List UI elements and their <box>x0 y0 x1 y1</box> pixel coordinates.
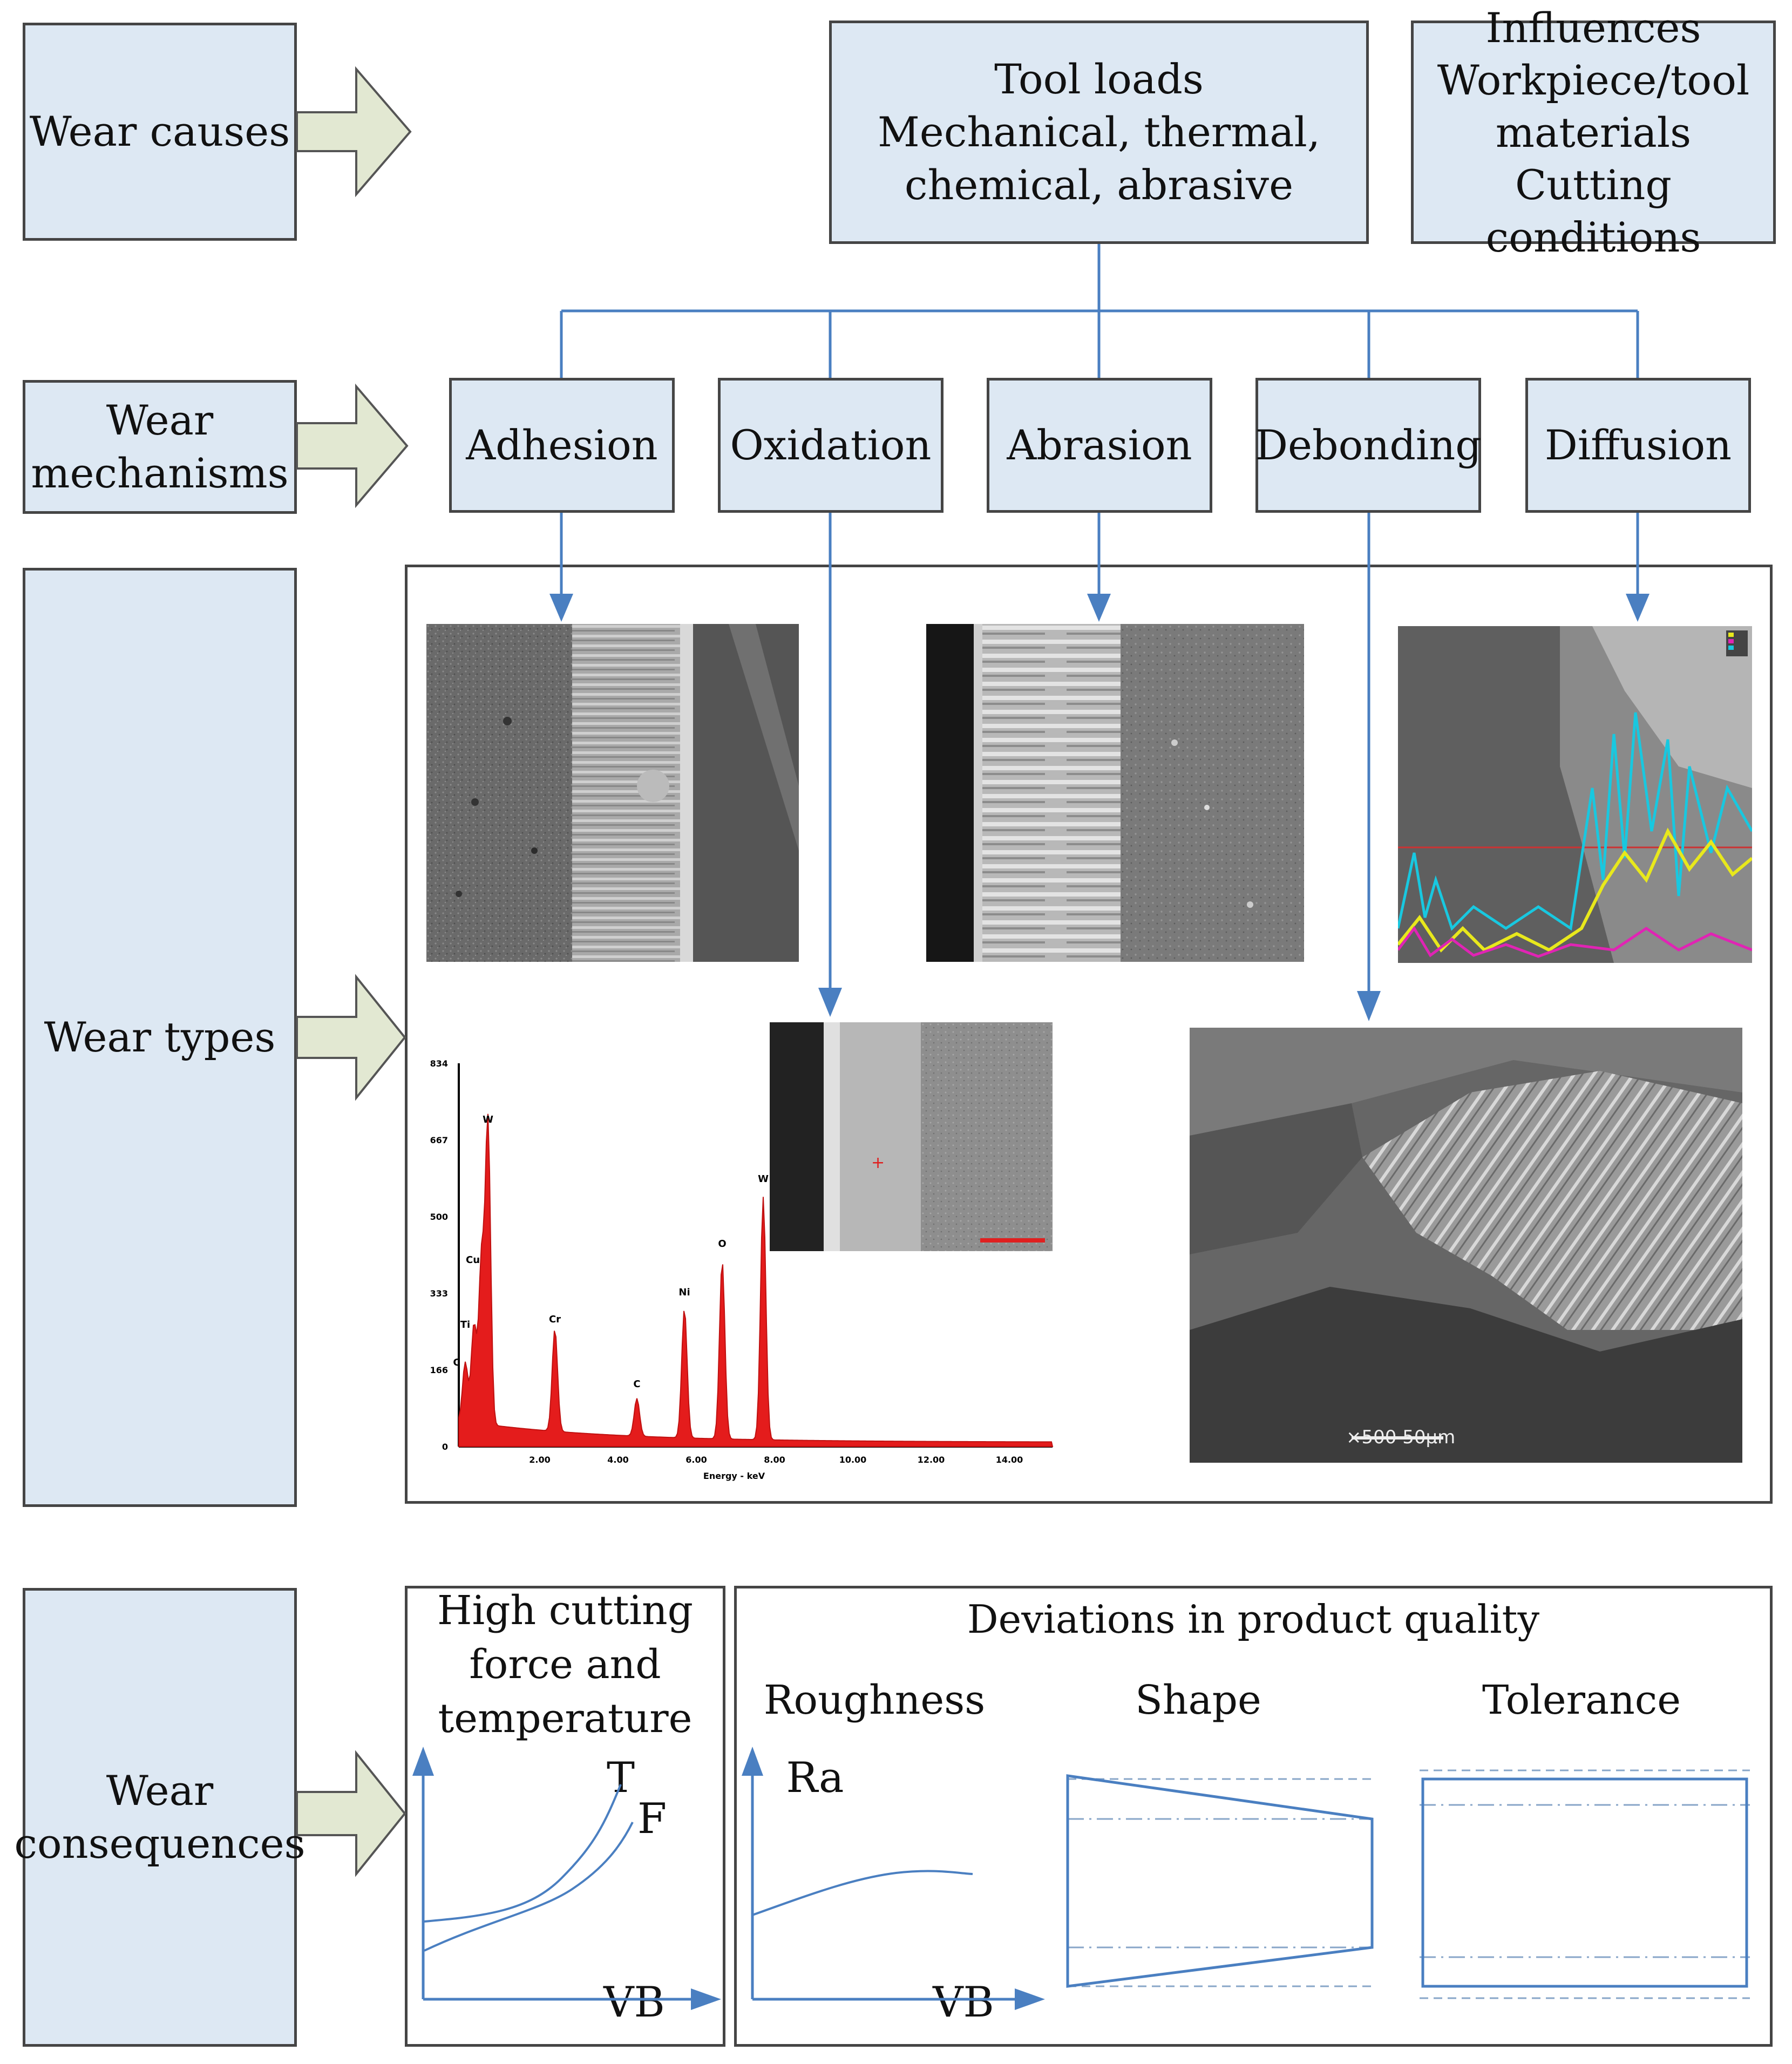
vb-axis-label-2: VB <box>933 1978 994 2027</box>
svg-text:+: + <box>871 1153 885 1172</box>
mechanism-abrasion: Abrasion <box>987 378 1212 513</box>
spectrum-y-tick: 667 <box>430 1135 448 1145</box>
spectrum-x-tick: 12.00 <box>918 1455 945 1465</box>
wear-causes-box: Wear causes <box>23 23 297 241</box>
mechanism-label: Oxidation <box>730 421 932 469</box>
spectrum-y-tick: 500 <box>430 1212 448 1222</box>
image-connectors <box>560 513 1639 991</box>
sem-image-abrasion <box>926 624 1304 962</box>
spectrum-y-tick: 834 <box>430 1058 448 1069</box>
mechanism-label: Debonding <box>1255 421 1482 469</box>
spectrum-peak-label: W <box>758 1173 769 1185</box>
force-temperature-panel <box>405 1586 725 2047</box>
roughness-plot <box>742 1747 1045 2010</box>
tool-loads-label: Tool loads Mechanical, thermal, chemical… <box>877 55 1320 209</box>
sem-scale-label: ×500 50μm <box>1346 1427 1455 1448</box>
mechanism-debonding: Debonding <box>1255 378 1482 513</box>
spectrum-x-tick: 6.00 <box>685 1455 707 1465</box>
curve-temperature <box>424 1784 622 1923</box>
spectrum-peak-label: Ni <box>678 1287 690 1298</box>
wear-types-box: Wear types <box>23 568 297 1507</box>
wear-mechanisms-label: Wear mechanisms <box>31 396 289 497</box>
influences-box: Influences Workpiece/tool materials Cutt… <box>1411 4 1776 261</box>
force-temperature-title: High cutting force and temperature <box>437 1587 694 1742</box>
arrowheads <box>549 594 1650 1021</box>
spectrum-peak-label: Cu <box>466 1254 480 1266</box>
block-arrow-mechanisms <box>296 383 409 508</box>
ra-label: Ra <box>786 1754 844 1802</box>
sem-image-oxidation: + <box>770 1022 1053 1251</box>
arrowhead-oxidation <box>818 988 842 1017</box>
spectrum-peak-label: Cr <box>549 1314 561 1325</box>
tolerance-diagram <box>1420 1769 1750 1999</box>
spectrum-peak-label: W <box>483 1114 493 1125</box>
sem-image-adhesion <box>426 624 799 962</box>
influences-label: Influences Workpiece/tool materials Cutt… <box>1437 3 1750 261</box>
curve-F-label: F <box>637 1795 667 1843</box>
arrowhead-diffusion <box>1626 594 1650 622</box>
block-arrow-causes <box>296 66 412 198</box>
curve-force <box>424 1822 634 1952</box>
force-temperature-plot <box>412 1747 721 2010</box>
mechanism-diffusion: Diffusion <box>1525 378 1751 513</box>
curve-T-label: T <box>606 1754 635 1802</box>
mechanism-adhesion: Adhesion <box>449 378 675 513</box>
spectrum-x-tick: 14.00 <box>996 1455 1023 1465</box>
eds-map-diffusion <box>1398 626 1752 963</box>
spectrum-x-tick: 4.00 <box>607 1455 628 1465</box>
wear-consequences-label: Wear consequences <box>14 1767 306 1868</box>
mechanism-label: Abrasion <box>1007 421 1192 469</box>
spectrum-y-tick: 166 <box>430 1365 448 1375</box>
spectrum-y-tick: 0 <box>442 1442 448 1452</box>
block-arrow-consequences <box>296 1750 406 1877</box>
wear-causes-label: Wear causes <box>29 107 290 155</box>
mechanism-oxidation: Oxidation <box>718 378 943 513</box>
roughness-label: Roughness <box>763 1677 986 1723</box>
spectrum-peak-label: O <box>718 1238 726 1250</box>
block-arrows <box>296 66 412 1877</box>
tool-loads-box: Tool loads Mechanical, thermal, chemical… <box>829 21 1369 244</box>
wear-consequences-box: Wear consequences <box>14 1588 306 2047</box>
arrowhead-abrasion <box>1087 594 1111 622</box>
block-arrow-types <box>296 974 406 1101</box>
tree-connectors <box>560 244 1639 378</box>
mechanism-label: Diffusion <box>1544 421 1732 469</box>
spectrum-peak-label: C <box>633 1379 640 1390</box>
vb-axis-label-1: VB <box>603 1978 665 2027</box>
product-quality-panel <box>734 1586 1773 2047</box>
spectrum-x-tick: 8.00 <box>764 1455 785 1465</box>
quality-title: Deviations in product quality <box>967 1597 1540 1642</box>
spectrum-x-label: Energy - keV <box>703 1471 765 1481</box>
spectrum-x-tick: 10.00 <box>839 1455 867 1465</box>
spectrum-x-tick: 2.00 <box>529 1455 550 1465</box>
wear-types-label: Wear types <box>44 1013 276 1061</box>
spectrum-peak-label: Ti <box>460 1319 470 1330</box>
arrowhead-adhesion <box>549 594 573 622</box>
mechanism-label: Adhesion <box>466 421 658 469</box>
shape-diagram <box>1066 1774 1374 1988</box>
shape-label: Shape <box>1135 1677 1261 1723</box>
eds-spectrum: 834 667 500 333 166 0 2.00 4.00 6.00 8.00 10.00 12… <box>416 1053 1063 1484</box>
wear-mechanisms-box: Wear mechanisms <box>23 380 297 514</box>
tolerance-label: Tolerance <box>1482 1677 1681 1723</box>
sem-image-debonding: ×500 50μm <box>1190 1028 1742 1463</box>
curve-roughness <box>752 1870 973 1916</box>
spectrum-y-tick: 333 <box>430 1288 448 1299</box>
arrowhead-debonding <box>1357 991 1381 1021</box>
spectrum-peak-label: C <box>453 1357 460 1368</box>
